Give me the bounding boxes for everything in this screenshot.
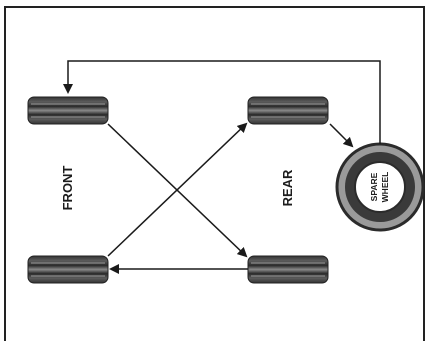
spare-label-line1: SPARE xyxy=(369,172,379,201)
frame-border-right xyxy=(423,6,425,341)
frame-border-top xyxy=(4,6,425,8)
tire-front-bottom xyxy=(27,255,109,284)
rear-label: REAR xyxy=(280,169,295,206)
tire-rear-top xyxy=(247,96,329,125)
arrow-rear-top-to-spare xyxy=(329,123,354,148)
spare-wheel: SPARE WHEEL xyxy=(335,142,425,232)
tire-rear-bottom xyxy=(247,255,329,284)
front-label: FRONT xyxy=(60,166,75,211)
tire-front-top xyxy=(27,96,109,125)
arrow-front-bottom-to-rear-top xyxy=(107,122,248,257)
frame-border-left xyxy=(4,6,6,341)
arrow-spare-to-front-top xyxy=(63,60,381,144)
spare-label-line2: WHEEL xyxy=(380,172,390,203)
